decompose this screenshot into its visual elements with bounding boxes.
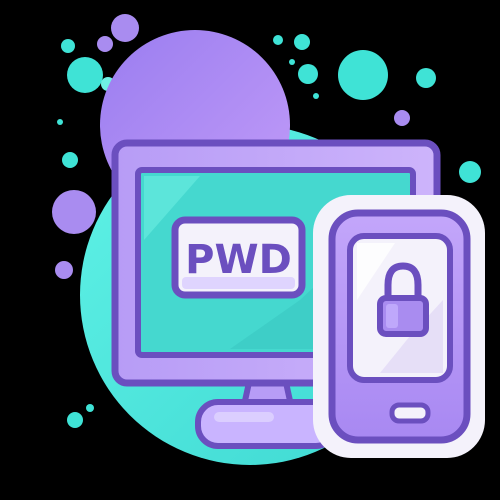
bubble <box>55 261 73 279</box>
bubble <box>394 110 410 126</box>
bubble <box>111 14 139 42</box>
bubble <box>97 36 113 52</box>
bubble <box>338 50 388 100</box>
bubble <box>416 68 436 88</box>
bubble <box>86 404 94 412</box>
bubble <box>67 412 83 428</box>
bubble <box>289 59 295 65</box>
decorative-bubbles <box>52 14 481 428</box>
bubble <box>61 39 75 53</box>
bubble <box>298 64 318 84</box>
bubble <box>57 119 63 125</box>
padlock-icon <box>377 262 429 337</box>
bubble <box>294 34 310 50</box>
bubble <box>67 57 103 93</box>
bubble <box>459 161 481 183</box>
bubble <box>62 152 78 168</box>
password-field: PWD <box>171 216 306 299</box>
bubble <box>52 190 96 234</box>
bubble <box>313 93 319 99</box>
password-label: PWD <box>185 237 292 283</box>
bubble <box>273 35 283 45</box>
